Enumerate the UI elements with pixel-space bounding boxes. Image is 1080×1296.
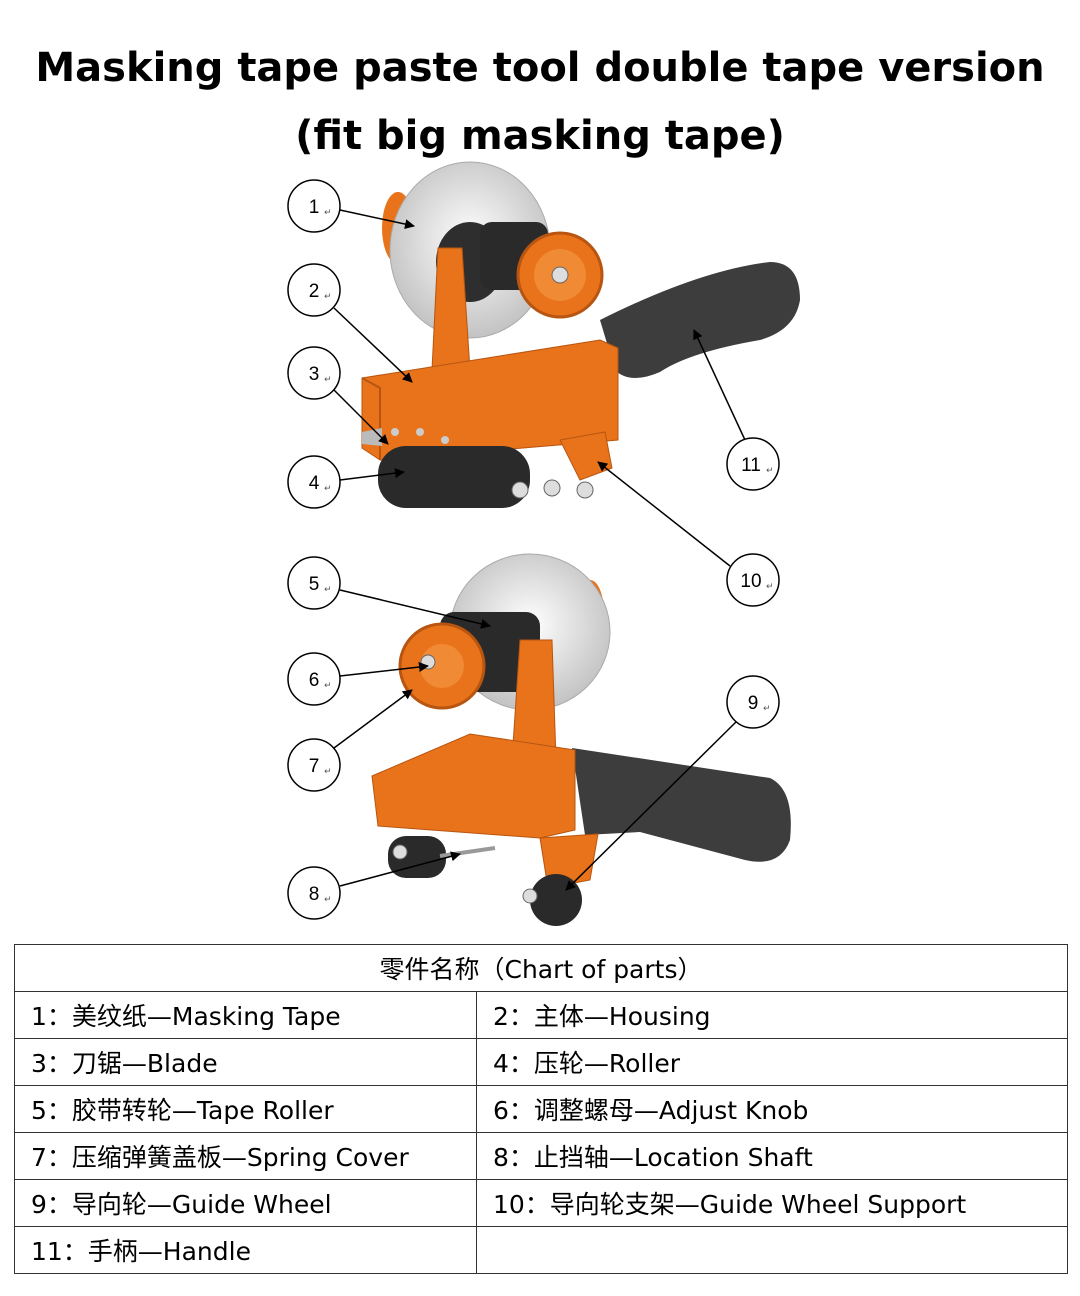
svg-text:↵: ↵ xyxy=(324,375,332,385)
part-cell-empty xyxy=(476,1226,1068,1274)
svg-text:2: 2 xyxy=(309,281,320,302)
part-cell: 11：手柄—Handle xyxy=(14,1226,477,1274)
callout-2: 2 ↵ xyxy=(287,263,413,383)
svg-text:7: 7 xyxy=(309,756,320,777)
callout-6: 6 ↵ xyxy=(287,652,429,706)
handle-2 xyxy=(572,748,791,862)
part-cell: 8：止挡轴—Location Shaft xyxy=(476,1132,1068,1180)
callout-1: 1 ↵ xyxy=(287,179,415,233)
location-shaft xyxy=(439,846,496,858)
part-cell: 6：调整螺母—Adjust Knob xyxy=(476,1085,1068,1133)
svg-text:↵: ↵ xyxy=(766,582,774,592)
svg-text:↵: ↵ xyxy=(763,704,771,714)
callout-7: 7 ↵ xyxy=(287,689,413,792)
table-row: 5：胶带转轮—Tape Roller 6：调整螺母—Adjust Knob xyxy=(14,1085,1068,1133)
table-row: 9：导向轮—Guide Wheel 10：导向轮支架—Guide Wheel S… xyxy=(14,1179,1068,1227)
callout-10: 10 ↵ xyxy=(597,461,780,607)
callout-4: 4 ↵ xyxy=(287,455,405,509)
svg-text:↵: ↵ xyxy=(324,895,332,905)
parts-diagram: 1 ↵ 2 ↵ 3 ↵ 4 ↵ 5 ↵ 6 ↵ 7 ↵ 8 xyxy=(287,161,800,926)
svg-text:↵: ↵ xyxy=(324,208,332,218)
part-cell: 5：胶带转轮—Tape Roller xyxy=(14,1085,477,1133)
svg-text:8: 8 xyxy=(309,884,320,905)
roller xyxy=(378,446,530,508)
svg-text:3: 3 xyxy=(309,364,320,385)
svg-text:↵: ↵ xyxy=(324,681,332,691)
callout-9: 9 ↵ xyxy=(565,675,780,891)
svg-text:↵: ↵ xyxy=(324,292,332,302)
part-cell: 7：压缩弹簧盖板—Spring Cover xyxy=(14,1132,477,1180)
table-row: 7：压缩弹簧盖板—Spring Cover 8：止挡轴—Location Sha… xyxy=(14,1132,1068,1180)
svg-text:4: 4 xyxy=(309,473,320,494)
parts-chart-header: 零件名称（Chart of parts） xyxy=(14,944,1068,992)
callout-11: 11 ↵ xyxy=(693,329,780,491)
part-cell: 4：压轮—Roller xyxy=(476,1038,1068,1086)
callout-3: 3 ↵ xyxy=(287,346,389,445)
housing-body xyxy=(361,339,619,461)
svg-text:1: 1 xyxy=(309,197,320,218)
parts-chart-header-row: 零件名称（Chart of parts） xyxy=(14,944,1068,992)
svg-text:5: 5 xyxy=(309,574,320,595)
table-row: 1：美纹纸—Masking Tape 2：主体—Housing xyxy=(14,991,1068,1039)
handle xyxy=(600,262,800,379)
parts-chart-table: 零件名称（Chart of parts） 1：美纹纸—Masking Tape … xyxy=(14,944,1068,1274)
adjust-knob-nut xyxy=(551,266,569,284)
bottom-view-dispenser xyxy=(371,553,791,926)
table-row: 11：手柄—Handle xyxy=(14,1226,1068,1274)
page-title-line1: Masking tape paste tool double tape vers… xyxy=(35,45,1045,91)
callout-5: 5 ↵ xyxy=(287,556,491,629)
table-row: 3：刀锯—Blade 4：压轮—Roller xyxy=(14,1038,1068,1086)
part-cell: 1：美纹纸—Masking Tape xyxy=(14,991,477,1039)
svg-text:6: 6 xyxy=(309,670,320,691)
page-title-line2: (fit big masking tape) xyxy=(295,113,785,159)
svg-text:↵: ↵ xyxy=(324,585,332,595)
svg-text:9: 9 xyxy=(748,693,759,714)
part-cell: 3：刀锯—Blade xyxy=(14,1038,477,1086)
svg-text:10: 10 xyxy=(740,571,761,592)
part-cell: 10：导向轮支架—Guide Wheel Support xyxy=(476,1179,1068,1227)
svg-text:11: 11 xyxy=(741,455,761,476)
callout-8: 8 ↵ xyxy=(287,851,461,920)
part-cell: 9：导向轮—Guide Wheel xyxy=(14,1179,477,1227)
part-cell: 2：主体—Housing xyxy=(476,991,1068,1039)
svg-text:↵: ↵ xyxy=(324,484,332,494)
guide-wheel-support xyxy=(559,431,613,481)
svg-text:↵: ↵ xyxy=(766,466,774,476)
svg-text:↵: ↵ xyxy=(324,767,332,777)
housing-body-2 xyxy=(371,733,576,839)
top-view-dispenser xyxy=(361,161,800,508)
